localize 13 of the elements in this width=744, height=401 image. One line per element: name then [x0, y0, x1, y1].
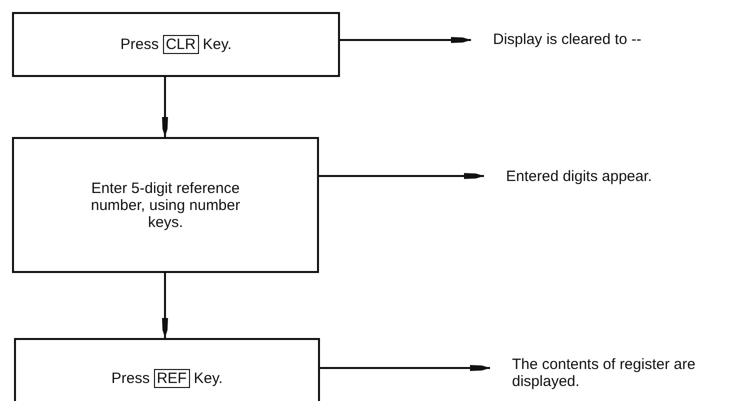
- step-text: Press: [111, 370, 150, 386]
- step-text: Key.: [194, 370, 223, 386]
- result-text: Display is cleared to --: [493, 31, 743, 48]
- step-text: Enter 5-digit reference number, using number keys.: [90, 180, 242, 230]
- result-text: Entered digits appear.: [506, 168, 736, 185]
- process-box: [12, 137, 319, 273]
- process-box: [12, 12, 340, 77]
- step-text: Press: [120, 36, 159, 53]
- step-text: Key.: [202, 36, 232, 53]
- result-text: The contents of register are displayed.: [512, 356, 744, 390]
- process-box: [14, 338, 320, 401]
- key-label: CLR: [162, 35, 199, 54]
- key-label: REF: [154, 368, 190, 388]
